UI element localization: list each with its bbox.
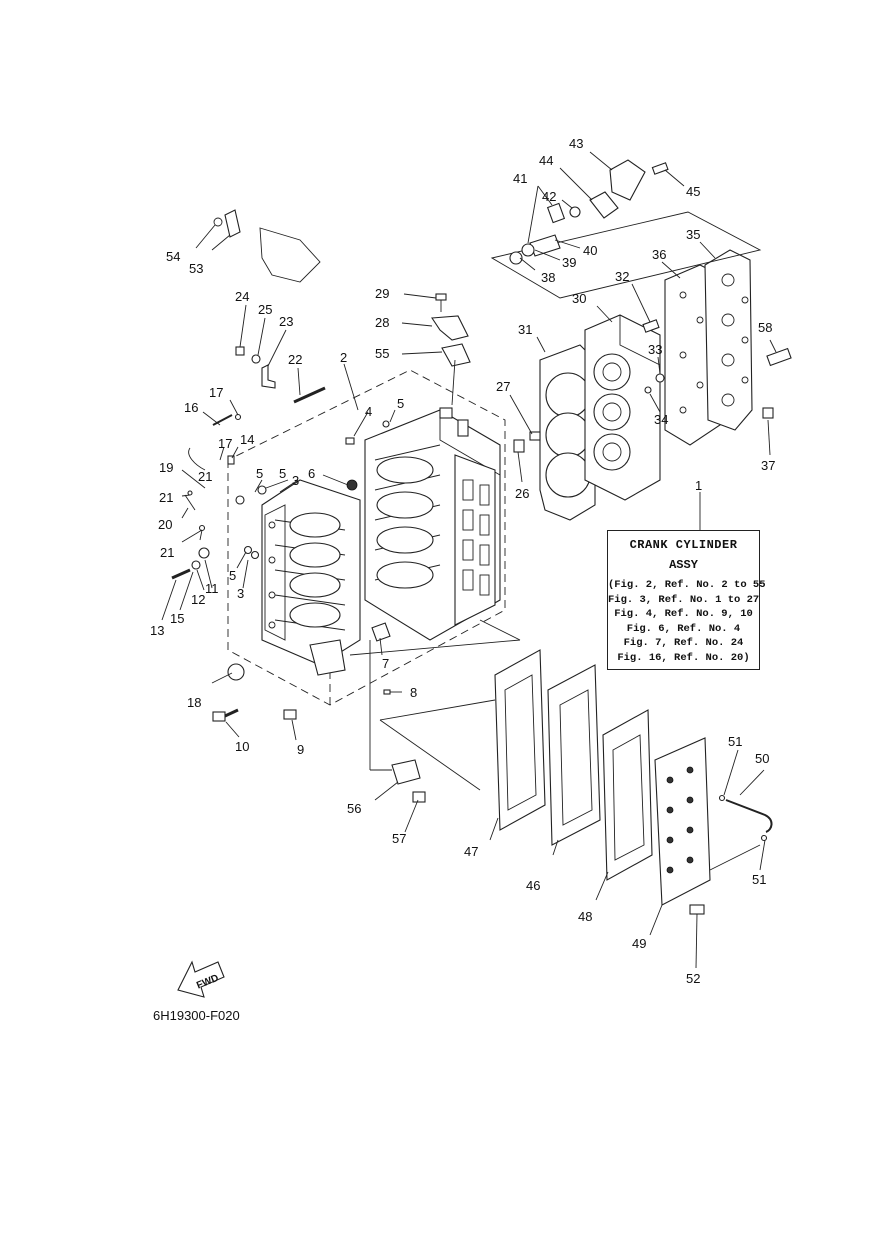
callout-17: 17: [209, 385, 223, 400]
callout-22: 22: [288, 352, 302, 367]
callout-43: 43: [569, 136, 583, 151]
leader-lines: [161, 151, 777, 969]
callout-53: 53: [189, 261, 203, 276]
callout-24: 24: [235, 289, 249, 304]
callout-27: 27: [496, 379, 510, 394]
callout-40: 40: [583, 243, 597, 258]
assembly-reference-line: Fig. 7, Ref. No. 24: [623, 637, 744, 649]
callout-8: 8: [410, 685, 417, 700]
callout-5: 5: [279, 466, 286, 481]
exhaust-inner-plate-46: [547, 664, 601, 846]
cylinder-head: [584, 314, 661, 501]
assembly-reference-line: Fig. 3, Ref. No. 1 to 27: [608, 593, 760, 606]
callout-48: 48: [578, 909, 592, 924]
callout-51: 51: [728, 734, 742, 749]
callout-31: 31: [518, 322, 532, 337]
callout-51: 51: [752, 872, 766, 887]
callout-16: 16: [184, 400, 198, 415]
callout-26: 26: [515, 486, 529, 501]
assembly-reference-line: (Fig. 2, Ref. No. 2 to 55: [608, 579, 766, 591]
callout-9: 9: [297, 742, 304, 757]
callout-20: 20: [158, 517, 172, 532]
callout-4: 4: [365, 404, 372, 419]
callout-54: 54: [166, 249, 180, 264]
assembly-reference-line: Fig. 6, Ref. No. 4: [626, 622, 741, 635]
bracket-plate: [213, 209, 321, 283]
callout-49: 49: [632, 936, 646, 951]
callout-29: 29: [375, 286, 389, 301]
cylinder-block: [364, 407, 501, 641]
fwd-arrow-icon: FWD: [177, 960, 225, 998]
callout-39: 39: [562, 255, 576, 270]
exhaust-outer-cover-49: [654, 737, 711, 906]
callout-21: 21: [198, 469, 212, 484]
assembly-title: CRANK CYLINDER: [629, 538, 738, 552]
callout-44: 44: [539, 153, 553, 168]
callout-46: 46: [526, 878, 540, 893]
callout-42: 42: [542, 189, 556, 204]
callout-3: 3: [237, 586, 244, 601]
callout-52: 52: [686, 971, 700, 986]
callout-numbers: 1 2 3 3 4 5 5 5 5 6 7 8 9 10 11 12 13 14…: [150, 136, 775, 986]
callout-35: 35: [686, 227, 700, 242]
cylinder-head-gasket: [539, 344, 596, 521]
callout-36: 36: [652, 247, 666, 262]
callout-5: 5: [397, 396, 404, 411]
assembly-reference-line: Fig. 4, Ref. No. 9, 10: [614, 608, 753, 620]
assembly-reference-line: Fig. 16, Ref. No. 20): [617, 651, 750, 664]
exhaust-gasket-47: [494, 649, 546, 831]
crankcase-left-half: [261, 479, 361, 676]
callout-57: 57: [392, 831, 406, 846]
callout-2: 2: [340, 350, 347, 365]
callout-33: 33: [648, 342, 662, 357]
callout-6: 6: [308, 466, 315, 481]
callout-18: 18: [187, 695, 201, 710]
assembly-reference-box: CRANK CYLINDER ASSY (Fig. 2, Ref. No. 2 …: [607, 530, 766, 670]
callout-47: 47: [464, 844, 478, 859]
assembly-subtitle: ASSY: [669, 558, 698, 572]
cylinder-head-cover: [704, 249, 753, 431]
callout-38: 38: [541, 270, 555, 285]
callout-17: 17: [218, 436, 232, 451]
callout-14: 14: [240, 432, 254, 447]
callout-56: 56: [347, 801, 361, 816]
callout-23: 23: [279, 314, 293, 329]
callout-13: 13: [150, 623, 164, 638]
callout-55: 55: [375, 346, 389, 361]
exhaust-gasket-48: [602, 709, 653, 881]
callout-3: 3: [292, 473, 299, 488]
callout-11: 11: [205, 581, 219, 596]
callout-21: 21: [159, 490, 173, 505]
callout-34: 34: [654, 412, 668, 427]
callout-28: 28: [375, 315, 389, 330]
callout-25: 25: [258, 302, 272, 317]
callout-19: 19: [159, 460, 173, 475]
callout-50: 50: [755, 751, 769, 766]
small-hardware: [171, 293, 792, 915]
diagram-code: 6H19300-F020: [153, 1008, 240, 1023]
callout-5: 5: [256, 466, 263, 481]
callout-41: 41: [513, 171, 527, 186]
callout-45: 45: [686, 184, 700, 199]
callout-58: 58: [758, 320, 772, 335]
callout-32: 32: [615, 269, 629, 284]
callout-10: 10: [235, 739, 249, 754]
callout-7: 7: [382, 656, 389, 671]
callout-37: 37: [761, 458, 775, 473]
callout-1: 1: [695, 478, 702, 493]
callout-30: 30: [572, 291, 586, 306]
callout-5: 5: [229, 568, 236, 583]
callout-21: 21: [160, 545, 174, 560]
callout-12: 12: [191, 592, 205, 607]
callout-15: 15: [170, 611, 184, 626]
